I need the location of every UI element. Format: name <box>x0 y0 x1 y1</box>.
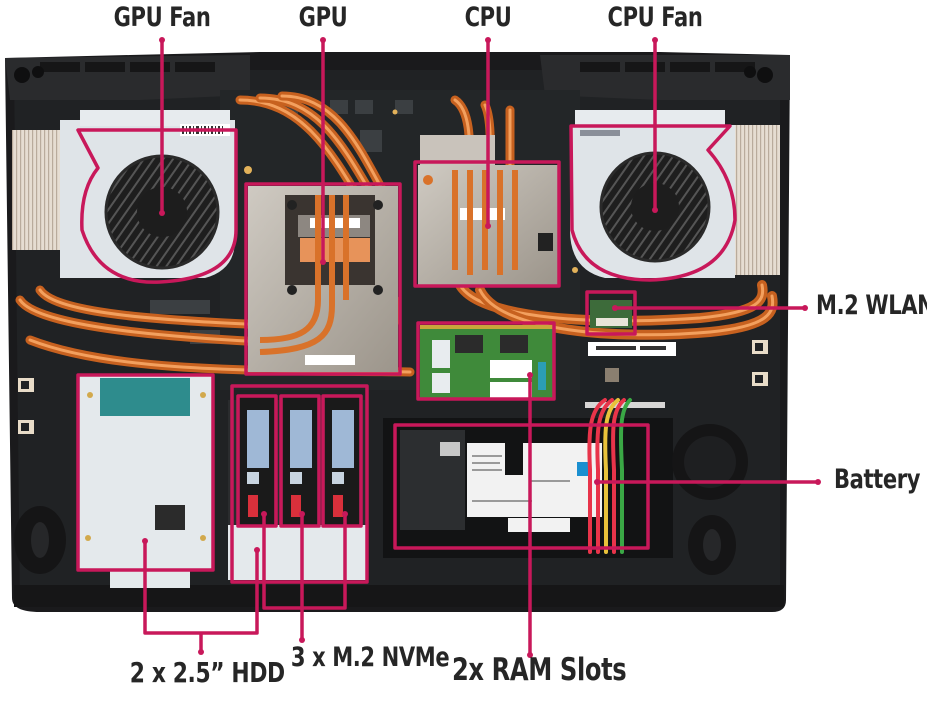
battery-highlight <box>393 423 650 550</box>
left-vent <box>5 55 250 100</box>
label-ram: 2x RAM Slots <box>452 652 627 688</box>
label-cpu-fan: CPU Fan <box>607 2 703 33</box>
nvme-bracket <box>262 514 347 610</box>
label-hdd: 2 x 2.5” HDD <box>129 656 285 689</box>
nvme-slot-3-highlight <box>321 394 363 528</box>
gpu-fan-assembly <box>12 110 235 278</box>
nvme-slot-1-highlight <box>236 394 278 528</box>
label-gpu: GPU <box>298 2 348 33</box>
battery-wires <box>587 398 632 554</box>
label-gpu-fan: GPU Fan <box>113 2 211 33</box>
chassis-clips-left <box>18 378 34 434</box>
label-nvme: 3 x M.2 NVMe <box>290 642 450 673</box>
hdd-bay <box>78 375 214 588</box>
io-board <box>580 342 690 410</box>
wlan-card <box>590 300 632 328</box>
cpu-fan-highlight <box>569 124 737 282</box>
cpu-fan-assembly <box>570 110 780 278</box>
callouts <box>76 40 818 655</box>
label-battery: Battery <box>834 464 921 495</box>
chassis-clips-right <box>752 340 768 386</box>
ram-highlight <box>416 321 556 401</box>
wlan-highlight <box>585 290 637 336</box>
nvme-group-highlight <box>230 384 369 584</box>
gpu-fan-highlight <box>76 128 238 284</box>
label-cpu: CPU <box>464 2 512 33</box>
label-m2-wlan: M.2 WLAN <box>816 290 927 321</box>
nvme-slot-2-highlight <box>279 394 321 528</box>
nvme-ssds <box>228 398 368 580</box>
battery-pack <box>383 398 673 558</box>
ram-modules <box>420 325 555 400</box>
leader-dots <box>142 37 821 658</box>
